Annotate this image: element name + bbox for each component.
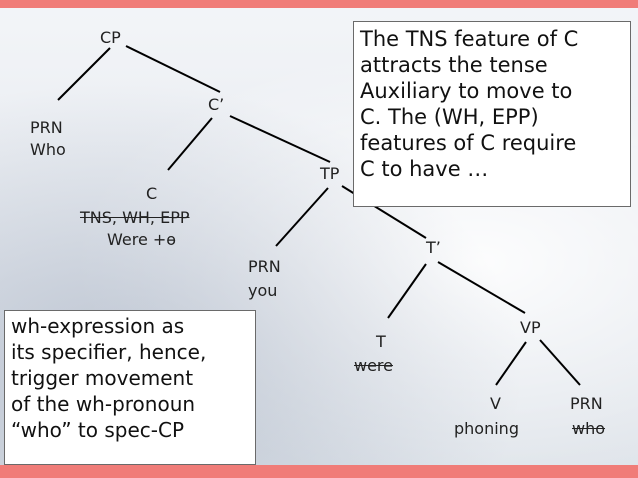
note-right: The TNS feature of C attracts the tense …: [353, 21, 631, 207]
note-right-line: The TNS feature of C: [360, 27, 579, 51]
note-right-line: features of C require: [360, 131, 577, 155]
node-prn-obj-label: PRN: [570, 394, 603, 413]
node-prn-obj-word: who: [572, 419, 606, 438]
node-tp: TP: [320, 164, 340, 183]
branch-tp-prn: [275, 187, 329, 247]
branch-cbar-c: [167, 117, 213, 171]
note-left-line: “who” to spec-CP: [11, 418, 185, 442]
note-right-line: attracts the tense: [360, 53, 548, 77]
note-left-line: wh-expression as: [11, 314, 185, 338]
note-left-line: its specifier, hence,: [11, 340, 207, 364]
node-t-bar: T’: [426, 238, 441, 257]
node-vp: VP: [520, 318, 541, 337]
node-c-aux: Were +ɵ: [107, 230, 177, 249]
node-cp: CP: [100, 28, 121, 47]
branch-tbar-t: [387, 263, 427, 319]
note-left-line: of the wh-pronoun: [11, 392, 196, 416]
node-prn-who-word: Who: [30, 140, 66, 159]
node-prn-you-word: you: [248, 281, 278, 300]
node-prn-who-label: PRN: [30, 118, 63, 137]
note-left: wh-expression as its specifier, hence, t…: [4, 310, 256, 465]
branch-cbar-tp: [229, 115, 331, 163]
node-c-features: TNS, WH, EPP: [80, 208, 190, 227]
node-t-head: T: [376, 332, 386, 351]
node-t-word: were: [354, 356, 393, 375]
branch-cp-prn: [57, 47, 111, 101]
node-c-bar: C’: [208, 95, 225, 114]
note-left-line: trigger movement: [11, 366, 194, 390]
bottom-band: [0, 465, 638, 478]
branch-cp-cbar: [125, 45, 221, 93]
top-band: [0, 0, 638, 8]
branch-vp-v: [495, 341, 527, 386]
node-v-head: V: [490, 394, 501, 413]
note-right-line: C to have …: [360, 157, 489, 181]
branch-tbar-vp: [437, 261, 526, 314]
node-v-word: phoning: [454, 419, 519, 438]
note-right-line: C. The (WH, EPP): [360, 105, 539, 129]
node-c-head: C: [146, 184, 158, 203]
note-right-line: Auxiliary to move to: [360, 79, 573, 103]
branch-vp-prn: [539, 339, 581, 386]
node-prn-you-label: PRN: [248, 257, 281, 276]
